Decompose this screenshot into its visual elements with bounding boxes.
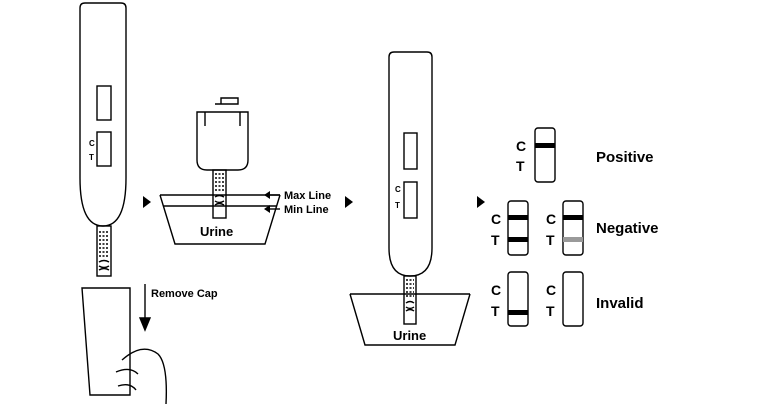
positive-label: Positive: [596, 149, 654, 166]
negative-label: Negative: [596, 220, 659, 237]
negative2-t-label: T: [546, 232, 555, 248]
negative1-t-label: T: [491, 232, 500, 248]
invalid2-t-label: T: [546, 303, 555, 319]
result-invalid-window-1: [507, 271, 529, 327]
urine-label-2: Urine: [393, 328, 426, 343]
device1-c-label: C: [89, 139, 95, 148]
urine-cup-2: [349, 293, 471, 346]
result-positive-window: [534, 127, 556, 183]
result-negative-window-1: [507, 200, 529, 256]
step-arrow-2: [345, 196, 353, 208]
test-device-1: [79, 2, 127, 277]
device1-t-label: T: [89, 153, 94, 162]
positive-t-label: T: [516, 158, 525, 174]
positive-c-label: C: [516, 138, 526, 154]
result-negative-window-2: [562, 200, 584, 256]
min-line-label: Min Line: [284, 204, 329, 216]
remove-cap-arrow: [138, 284, 152, 332]
level-arrows: [264, 191, 280, 213]
dipping-device: [196, 97, 249, 219]
invalid1-c-label: C: [491, 282, 501, 298]
urine-cup-1: [159, 194, 281, 245]
test-device-2: [388, 51, 433, 325]
device2-c-label: C: [395, 185, 401, 194]
negative1-c-label: C: [491, 211, 501, 227]
invalid1-t-label: T: [491, 303, 500, 319]
invalid2-c-label: C: [546, 282, 556, 298]
remove-cap-label: Remove Cap: [151, 288, 218, 300]
invalid-label: Invalid: [596, 295, 644, 312]
cap-in-hand: [81, 287, 168, 404]
device2-t-label: T: [395, 201, 400, 210]
step-arrow-3: [477, 196, 485, 208]
urine-label-1: Urine: [200, 224, 233, 239]
result-invalid-window-2: [562, 271, 584, 327]
step-arrow-1: [143, 196, 151, 208]
max-line-label: Max Line: [284, 190, 331, 202]
negative2-c-label: C: [546, 211, 556, 227]
